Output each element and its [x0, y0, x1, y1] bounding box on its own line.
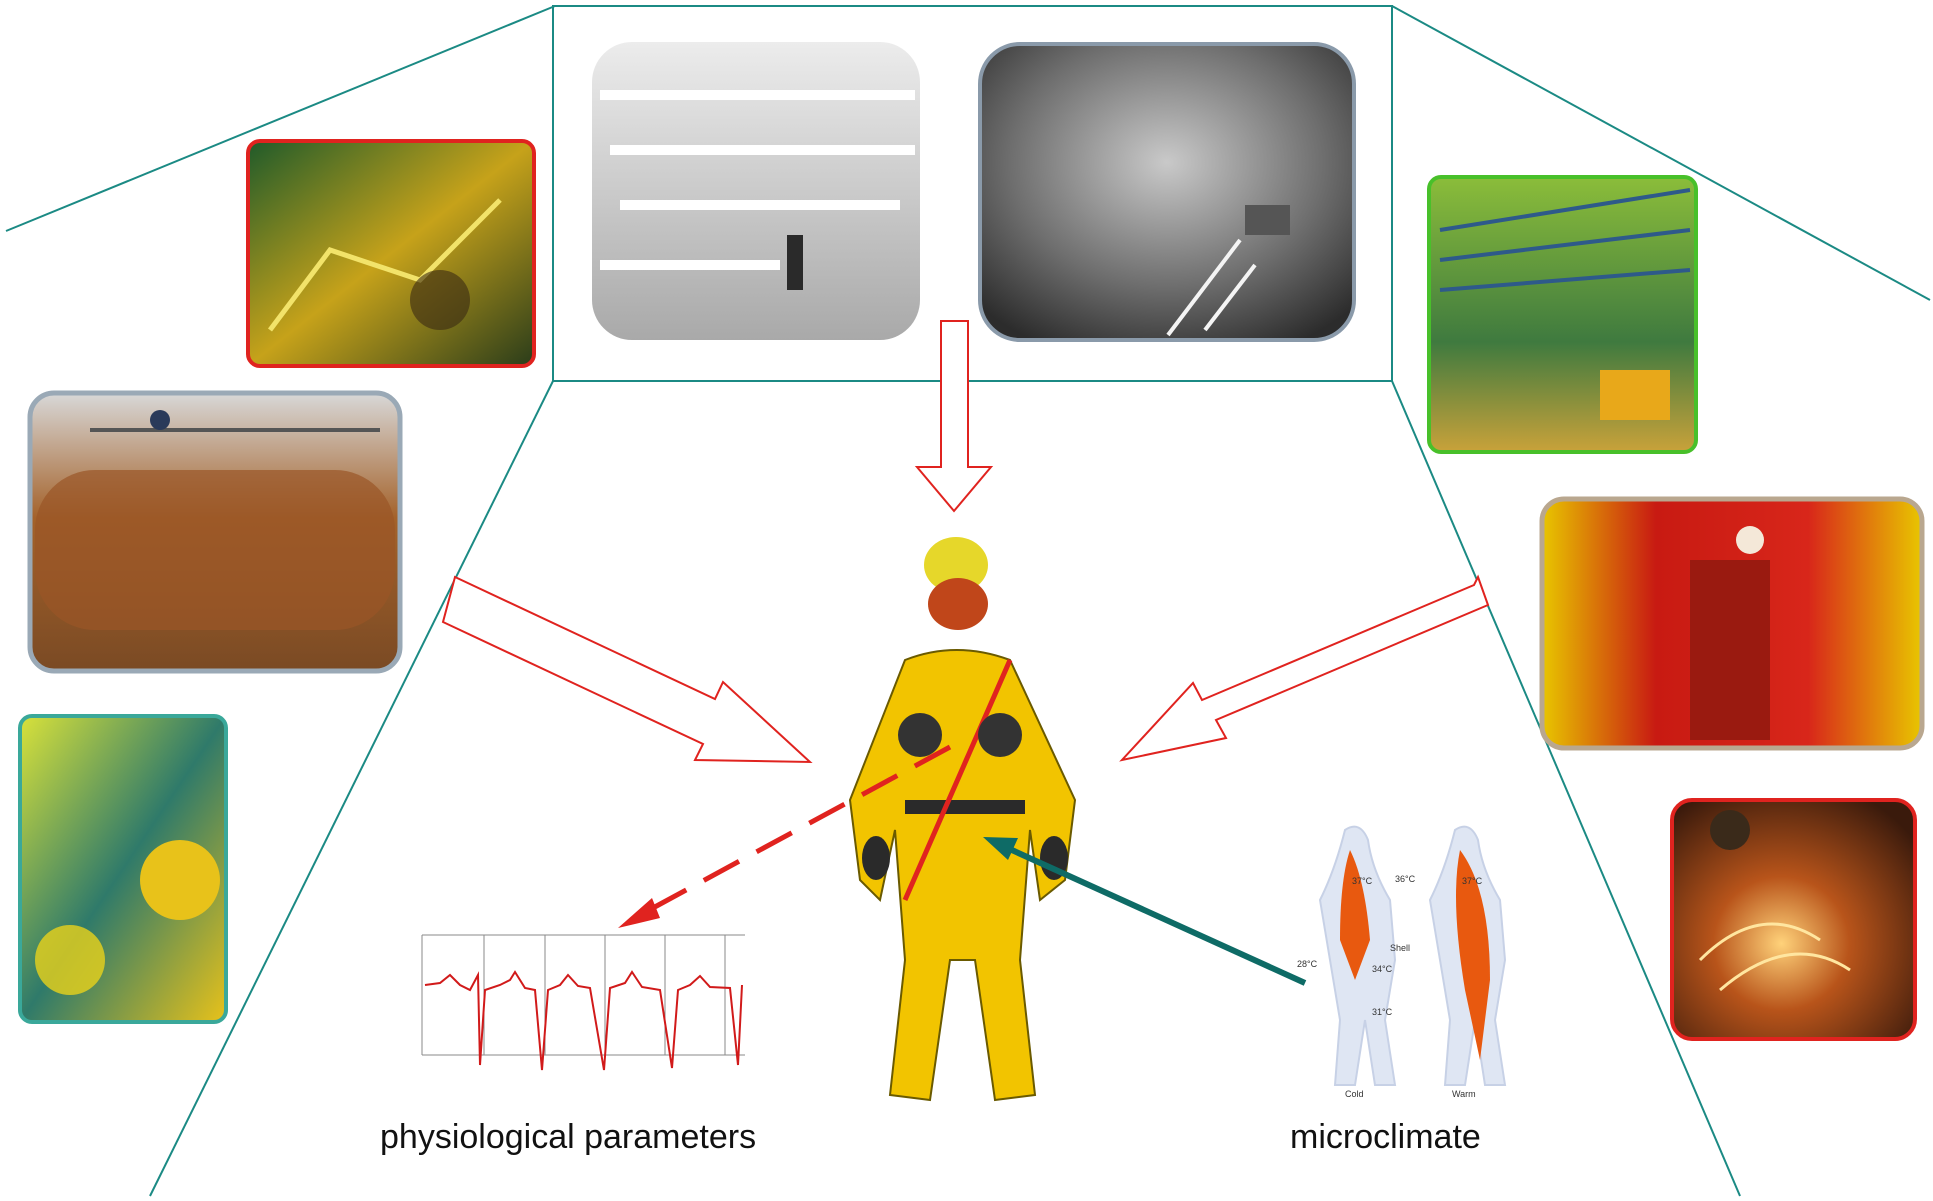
welding-sparks-photo [1670, 798, 1917, 1041]
t31-label: 31°C [1372, 1007, 1393, 1017]
body-temperature-figure: 37°C 37°C 36°C 28°C 34°C Shell 31°C Cold… [1297, 825, 1507, 1099]
t34-label: 34°C [1372, 964, 1393, 974]
ecg-graph [421, 934, 745, 1071]
maze-photo [592, 42, 920, 340]
arrow-left [441, 575, 813, 764]
yellow-machinery-photo [18, 714, 228, 1024]
shell-label: Shell [1390, 943, 1410, 953]
arrow-top [914, 320, 994, 513]
cold-label: Cold [1345, 1089, 1364, 1099]
arrow-right [1119, 574, 1490, 762]
perspective-outline [5, 5, 1931, 1197]
physiological-parameters-label: physiological parameters [380, 1118, 757, 1156]
core-left-label: 37°C [1352, 876, 1373, 886]
dashed-arrow-to-ecg [618, 744, 952, 928]
storage-tanks-photo [27, 390, 403, 674]
microclimate-label: microclimate [1290, 1118, 1481, 1156]
hazmat-suit-figure [848, 537, 1077, 1102]
reactor-worker-photo [1539, 496, 1925, 751]
microclimate-arrow [983, 837, 1307, 986]
foundry-photo [246, 139, 536, 368]
t36-label: 36°C [1395, 874, 1416, 884]
smoke-firefighter-photo [978, 42, 1356, 342]
core-right-label: 37°C [1462, 876, 1483, 886]
warm-label: Warm [1452, 1089, 1476, 1099]
t28-label: 28°C [1297, 959, 1318, 969]
factory-hall-photo [1427, 175, 1698, 454]
